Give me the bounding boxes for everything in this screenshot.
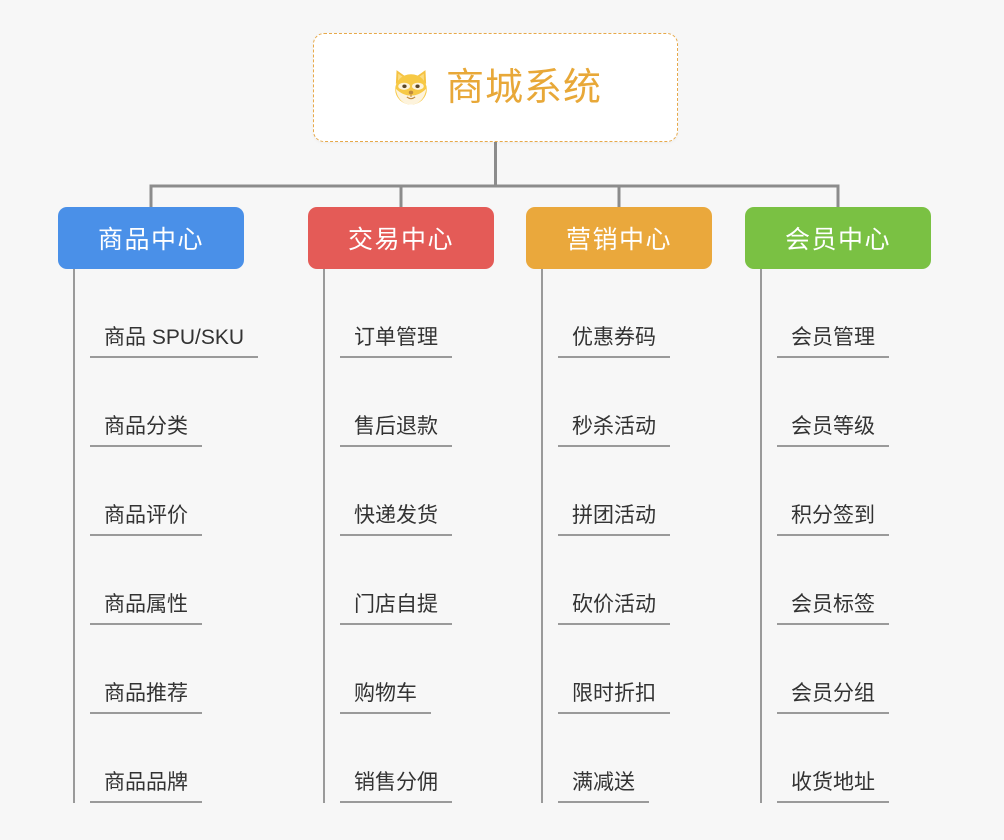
leaf-item-label: 会员分组 bbox=[777, 682, 889, 714]
leaf-item[interactable]: 积分签到 bbox=[762, 447, 931, 536]
leaf-item[interactable]: 购物车 bbox=[325, 625, 494, 714]
page-title: 商城系统 bbox=[445, 66, 602, 109]
leaf-item-label: 会员管理 bbox=[777, 326, 889, 358]
leaf-item[interactable]: 会员标签 bbox=[762, 536, 931, 625]
leaf-item[interactable]: 售后退款 bbox=[325, 358, 494, 447]
leaf-item-label: 限时折扣 bbox=[558, 682, 670, 714]
leaf-list-product-center: 商品 SPU/SKU 商品分类商品评价商品属性商品推荐商品品牌 bbox=[73, 269, 259, 803]
leaf-item[interactable]: 商品 SPU/SKU bbox=[75, 269, 259, 358]
leaf-item[interactable]: 限时折扣 bbox=[543, 625, 712, 714]
leaf-item-label: 订单管理 bbox=[340, 326, 452, 358]
leaf-item-label: 商品品牌 bbox=[90, 771, 202, 803]
leaf-item-label: 收货地址 bbox=[777, 771, 889, 803]
leaf-item-label: 会员等级 bbox=[777, 415, 889, 447]
leaf-item-label: 商品属性 bbox=[90, 593, 202, 625]
leaf-item[interactable]: 会员分组 bbox=[762, 625, 931, 714]
leaf-item[interactable]: 收货地址 bbox=[762, 714, 931, 803]
leaf-item-label: 秒杀活动 bbox=[558, 415, 670, 447]
leaf-item[interactable]: 秒杀活动 bbox=[543, 358, 712, 447]
leaf-item[interactable]: 商品推荐 bbox=[75, 625, 244, 714]
leaf-item-label: 购物车 bbox=[340, 682, 431, 714]
leaf-item[interactable]: 快递发货 bbox=[325, 447, 494, 536]
leaf-item-label: 商品分类 bbox=[90, 415, 202, 447]
root-node-content: 商城系统 bbox=[389, 66, 602, 110]
leaf-item-label: 售后退款 bbox=[340, 415, 452, 447]
leaf-item-label: 销售分佣 bbox=[340, 771, 452, 803]
leaf-item-label: 砍价活动 bbox=[558, 593, 670, 625]
shiba-dog-icon bbox=[395, 69, 427, 104]
leaf-item[interactable]: 满减送 bbox=[543, 714, 712, 803]
leaf-item-label: 商品推荐 bbox=[90, 682, 202, 714]
leaf-item[interactable]: 商品属性 bbox=[75, 536, 244, 625]
leaf-item[interactable]: 门店自提 bbox=[325, 536, 494, 625]
leaf-item-label: 商品 SPU/SKU bbox=[90, 326, 259, 358]
category-column-member-center: 会员中心会员管理会员等级积分签到会员标签会员分组收货地址 bbox=[745, 207, 931, 803]
category-node-member-center[interactable]: 会员中心 bbox=[745, 207, 931, 269]
category-node-marketing-center[interactable]: 营销中心 bbox=[526, 207, 712, 269]
category-column-product-center: 商品中心商品 SPU/SKU 商品分类商品评价商品属性商品推荐商品品牌 bbox=[58, 207, 259, 803]
leaf-item[interactable]: 会员管理 bbox=[762, 269, 931, 358]
leaf-item[interactable]: 订单管理 bbox=[325, 269, 494, 358]
leaf-item-label: 拼团活动 bbox=[558, 504, 670, 536]
category-column-trade-center: 交易中心订单管理售后退款快递发货门店自提购物车销售分佣 bbox=[308, 207, 494, 803]
leaf-item-label: 满减送 bbox=[558, 771, 649, 803]
leaf-item-label: 快递发货 bbox=[340, 504, 452, 536]
leaf-item-label: 会员标签 bbox=[777, 593, 889, 625]
leaf-item[interactable]: 销售分佣 bbox=[325, 714, 494, 803]
leaf-item-label: 门店自提 bbox=[340, 593, 452, 625]
leaf-list-marketing-center: 优惠券码秒杀活动拼团活动砍价活动限时折扣满减送 bbox=[541, 269, 712, 803]
category-node-product-center[interactable]: 商品中心 bbox=[58, 207, 244, 269]
leaf-item[interactable]: 砍价活动 bbox=[543, 536, 712, 625]
leaf-item[interactable]: 商品评价 bbox=[75, 447, 244, 536]
leaf-item-label: 商品评价 bbox=[90, 504, 202, 536]
leaf-item[interactable]: 商品品牌 bbox=[75, 714, 244, 803]
leaf-item[interactable]: 优惠券码 bbox=[543, 269, 712, 358]
leaf-item[interactable]: 拼团活动 bbox=[543, 447, 712, 536]
leaf-list-member-center: 会员管理会员等级积分签到会员标签会员分组收货地址 bbox=[760, 269, 931, 803]
leaf-item[interactable]: 会员等级 bbox=[762, 358, 931, 447]
leaf-item[interactable]: 商品分类 bbox=[75, 358, 244, 447]
leaf-list-trade-center: 订单管理售后退款快递发货门店自提购物车销售分佣 bbox=[323, 269, 494, 803]
leaf-item-label: 优惠券码 bbox=[558, 326, 670, 358]
root-node[interactable]: 商城系统 bbox=[313, 33, 678, 142]
category-column-marketing-center: 营销中心优惠券码秒杀活动拼团活动砍价活动限时折扣满减送 bbox=[526, 207, 712, 803]
leaf-item-label: 积分签到 bbox=[777, 504, 889, 536]
category-node-trade-center[interactable]: 交易中心 bbox=[308, 207, 494, 269]
